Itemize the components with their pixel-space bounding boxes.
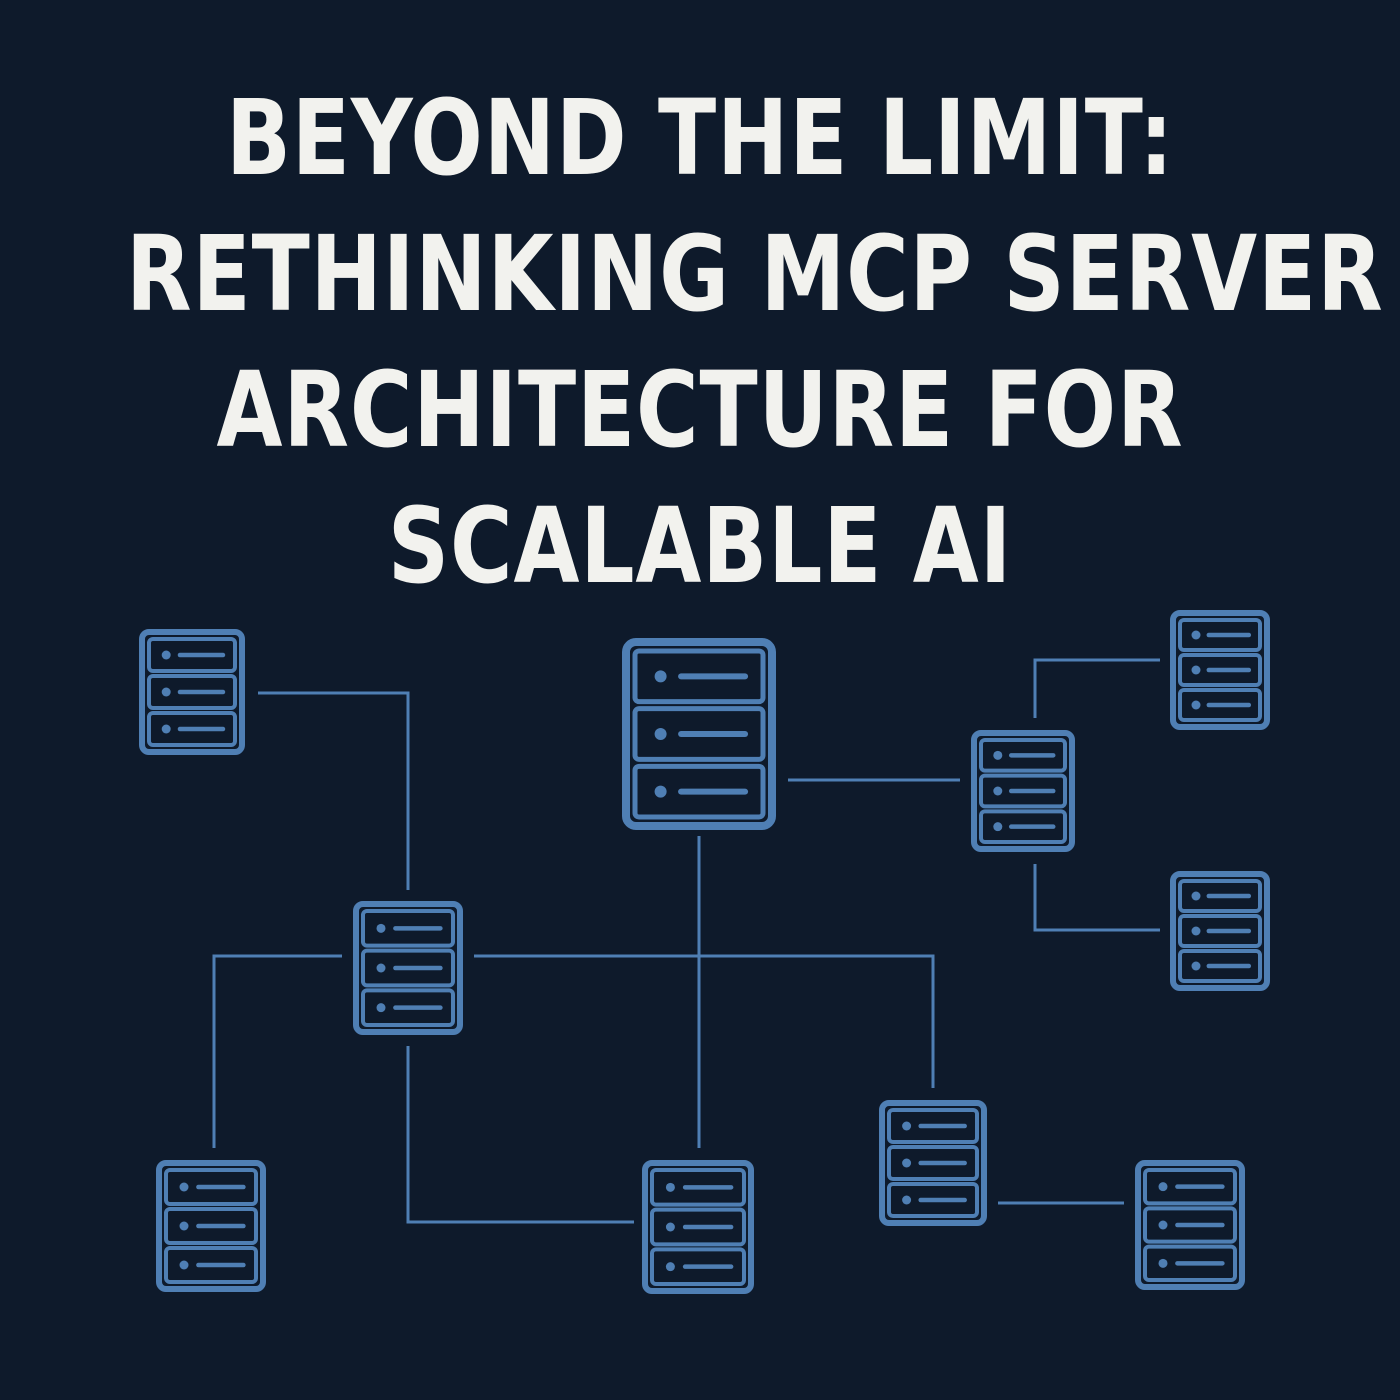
server-right-hub bbox=[971, 730, 1075, 852]
connection-right-hub-to-top-right bbox=[1033, 658, 1160, 718]
server-right-middle bbox=[1170, 871, 1270, 991]
server-rack-icon bbox=[1170, 871, 1270, 991]
server-rack-icon bbox=[139, 629, 245, 755]
server-top-right bbox=[1170, 610, 1270, 730]
server-center-hub bbox=[353, 901, 463, 1035]
connection-center-hub-to-bottom-left bbox=[212, 954, 342, 1148]
connection-top-left-to-center-hub bbox=[258, 691, 410, 890]
title-line-3: ARCHITECTURE FOR bbox=[216, 349, 1184, 471]
server-rack-icon bbox=[879, 1100, 987, 1226]
server-rack-icon bbox=[1170, 610, 1270, 730]
server-bottom-left bbox=[156, 1160, 266, 1292]
server-rack-icon bbox=[971, 730, 1075, 852]
title-line-1: BEYOND THE LIMIT: bbox=[225, 77, 1175, 199]
server-rack-icon bbox=[642, 1160, 754, 1294]
connection-center-hub-to-bottom-right-hub bbox=[474, 954, 935, 1088]
server-bottom-right bbox=[1135, 1160, 1245, 1290]
server-rack-icon bbox=[622, 638, 776, 830]
poster-title: BEYOND THE LIMIT: RETHINKING MCP SERVER … bbox=[126, 70, 1384, 614]
server-bottom-right-hub bbox=[879, 1100, 987, 1226]
connection-center-hub-to-bottom-center bbox=[406, 1046, 634, 1224]
servers-layer bbox=[139, 610, 1270, 1294]
title-line-4: SCALABLE AI bbox=[387, 485, 1013, 607]
server-rack-icon bbox=[353, 901, 463, 1035]
server-top-center-main bbox=[622, 638, 776, 830]
connection-right-hub-to-right-middle bbox=[1033, 864, 1160, 932]
server-rack-icon bbox=[1135, 1160, 1245, 1290]
server-top-left bbox=[139, 629, 245, 755]
connections-layer bbox=[212, 658, 1160, 1224]
server-bottom-center bbox=[642, 1160, 754, 1294]
title-line-2: RETHINKING MCP SERVER bbox=[126, 213, 1384, 335]
server-rack-icon bbox=[156, 1160, 266, 1292]
